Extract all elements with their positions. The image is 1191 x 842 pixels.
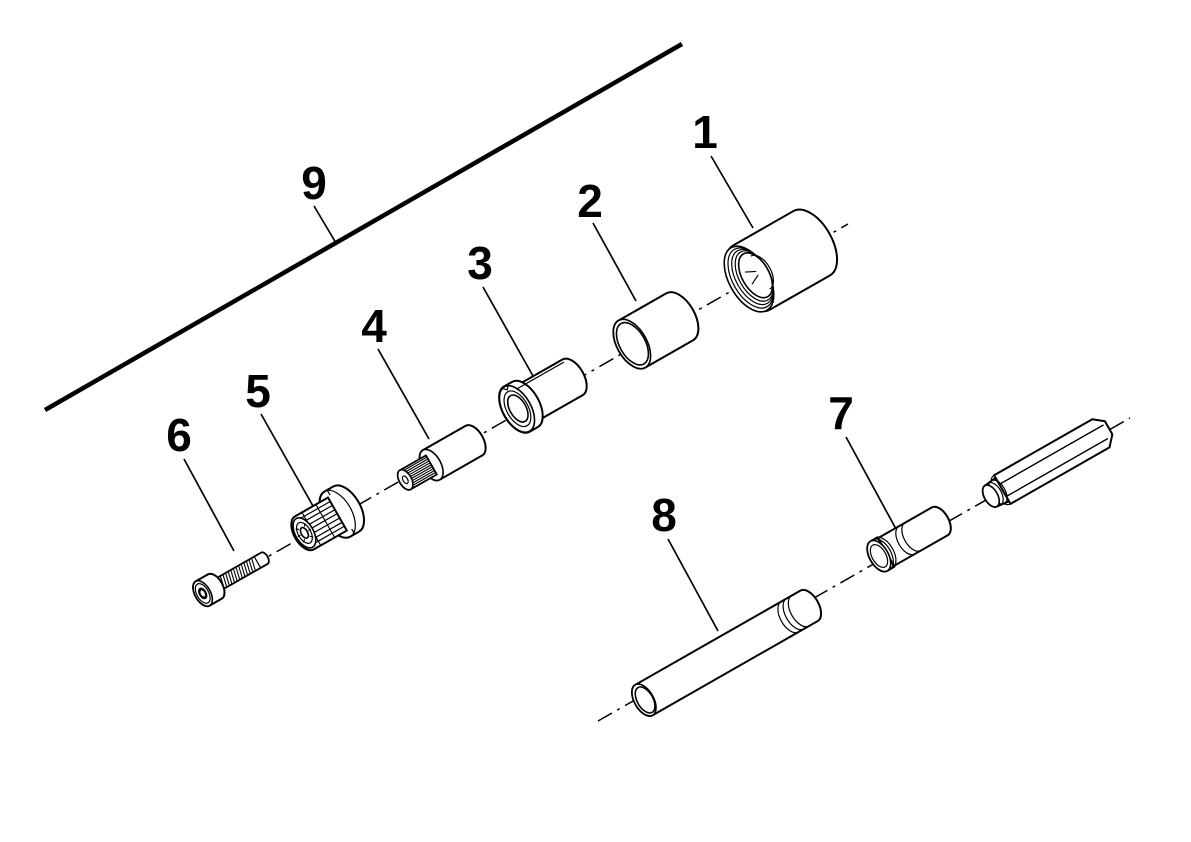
- callout-9-label: 9: [301, 157, 327, 209]
- part-8-tube: [630, 588, 823, 717]
- callout-9: 9: [301, 157, 337, 244]
- callout-8-label: 8: [651, 489, 677, 541]
- callout-6-leader: [183, 458, 235, 552]
- callout-5: 5: [245, 365, 314, 507]
- part-6-screw: [192, 551, 270, 608]
- callout-8-leader: [667, 538, 719, 632]
- callout-1-leader: [710, 155, 754, 229]
- callout-9-leader: [313, 205, 337, 244]
- part-3-bushing: [498, 357, 588, 434]
- part-7-coupling: [866, 505, 952, 573]
- callout-2-leader: [592, 222, 637, 302]
- hex-shaft-part: [981, 418, 1114, 508]
- callout-3-leader: [482, 286, 534, 377]
- callout-8: 8: [651, 489, 719, 632]
- callout-3-label: 3: [467, 237, 493, 289]
- callout-4-label: 4: [361, 300, 387, 352]
- callout-6: 6: [166, 409, 235, 552]
- callout-6-label: 6: [166, 409, 192, 461]
- callout-5-leader: [260, 413, 314, 507]
- callout-7: 7: [828, 387, 897, 530]
- callout-2-label: 2: [577, 175, 603, 227]
- callout-4: 4: [361, 300, 430, 440]
- callout-2: 2: [577, 175, 637, 302]
- part-2-sleeve: [612, 291, 700, 370]
- callout-7-label: 7: [828, 387, 854, 439]
- callout-5-label: 5: [245, 365, 271, 417]
- panel-edge-line: [43, 42, 684, 412]
- callout-1: 1: [692, 106, 754, 229]
- callout-3: 3: [467, 237, 534, 377]
- callout-4-leader: [377, 348, 430, 440]
- part-1-cap: [723, 208, 839, 313]
- callout-1-label: 1: [692, 106, 718, 158]
- part-5-splined-hub: [290, 484, 366, 552]
- callouts: 1 2 3 4 5 6 7 8: [166, 106, 897, 632]
- callout-7-leader: [845, 436, 897, 530]
- part-4-splined-adapter: [396, 424, 487, 491]
